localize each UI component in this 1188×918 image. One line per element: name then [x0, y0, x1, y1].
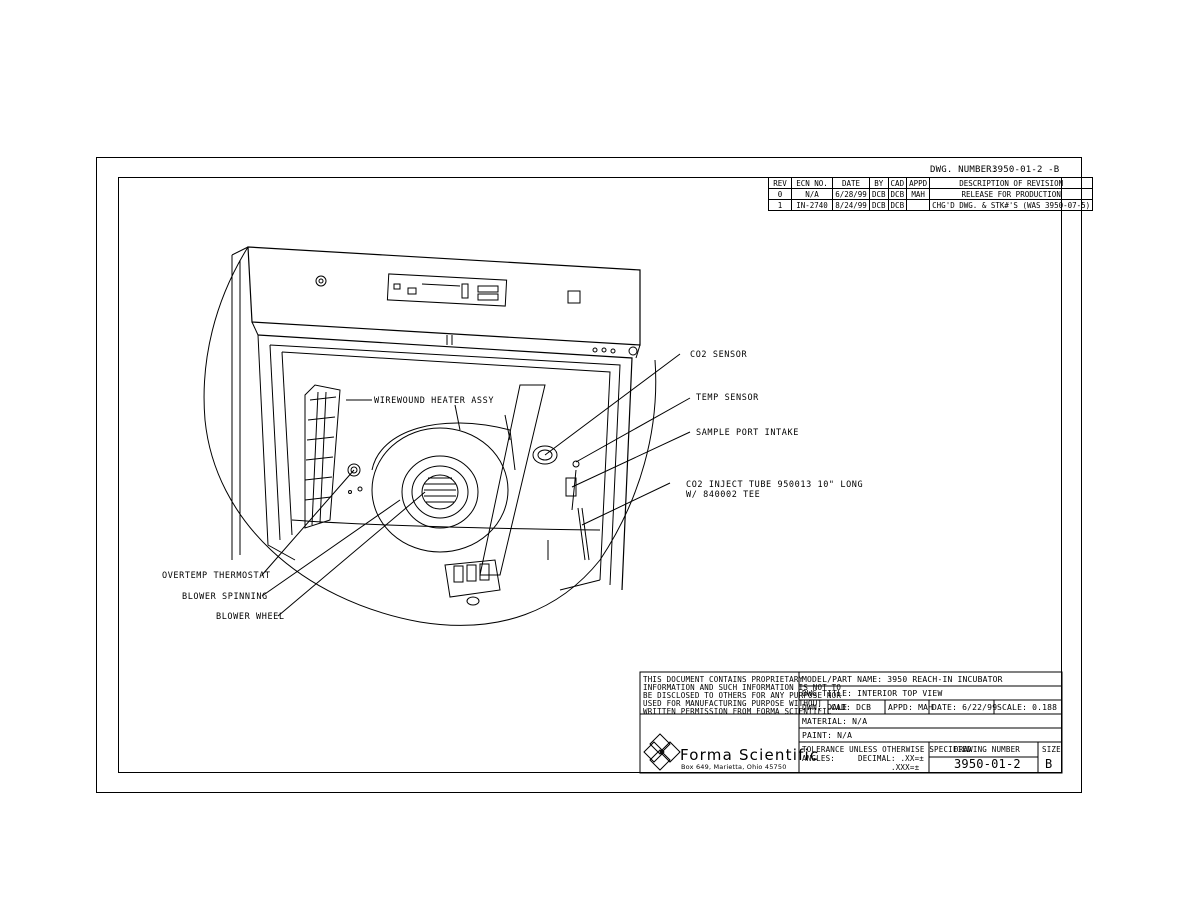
- callout-heater: WIREWOUND HEATER ASSY: [374, 396, 495, 406]
- decimal3-label: .XXX=±: [891, 763, 920, 772]
- appd-cell: MAH: [906, 188, 931, 200]
- decimal-label: DECIMAL: .XX=±: [858, 754, 925, 763]
- drawing-scale: SCALE: 0.188: [997, 703, 1058, 712]
- company-address: Box 649, Marietta, Ohio 45750: [681, 763, 787, 771]
- callout-blower-wheel: BLOWER WHEEL: [216, 612, 285, 622]
- revision-table: REV ECN NO. DATE BY CAD APPD DESCRIPTION…: [768, 177, 1094, 211]
- angles-label: ANGLES:: [802, 754, 836, 763]
- callout-co2-sensor: CO2 SENSOR: [690, 350, 748, 360]
- callout-blower-spinning: BLOWER SPINNING: [182, 592, 268, 602]
- revision-header-row: REV ECN NO. DATE BY CAD APPD DESCRIPTION…: [768, 177, 1094, 189]
- drawing-date: DATE: 6/22/99: [932, 703, 998, 712]
- callout-co2-inject-line1: CO2 INJECT TUBE 950013 10" LONG: [686, 480, 864, 490]
- paint: PAINT: N/A: [802, 731, 853, 740]
- drawing-frame: [118, 177, 1062, 773]
- date-cell: 6/28/99: [832, 188, 870, 200]
- callout-thermostat: OVERTEMP THERMOSTAT: [162, 571, 271, 581]
- by-cell: DCB: [869, 199, 889, 211]
- dwg-number-value: 3950-01-2 -B: [992, 165, 1060, 175]
- approved-by: APPD: MAH: [888, 703, 934, 712]
- dwg-title: DWG TITLE: INTERIOR TOP VIEW: [802, 689, 943, 698]
- proprietary-line: USED FOR MANUFACTURING PURPOSE WITHOUT: [643, 699, 823, 708]
- size-value: B: [1045, 757, 1053, 771]
- appd-cell: [906, 199, 931, 211]
- drawing-number: 3950-01-2: [954, 757, 1021, 771]
- sheet-border: [96, 157, 1082, 793]
- callout-co2-inject-line2: W/ 840002 TEE: [686, 490, 761, 500]
- model-part-name: MODEL/PART NAME: 3950 REACH-IN INCUBATOR: [802, 675, 1003, 684]
- proprietary-line: WRITTEN PERMISSION FROM FORMA SCIENTIFIC: [643, 707, 832, 716]
- forma-logo-icon: [643, 733, 681, 771]
- description-cell: CHG'D DWG. & STK#'S (WAS 3950-07-5): [929, 199, 1094, 211]
- proprietary-line: INFORMATION AND SUCH INFORMATION IS NOT …: [643, 683, 842, 692]
- cad-by: CAD: DCB: [831, 703, 872, 712]
- tolerance-label: TOLERANCE UNLESS OTHERWISE SPECIFIED: [802, 745, 972, 754]
- size-label: SIZE: [1042, 745, 1061, 754]
- appd-header: APPD: [906, 177, 931, 189]
- material: MATERIAL: N/A: [802, 717, 868, 726]
- by-header: BY: [869, 177, 889, 189]
- drawn-by: DWN: DALE: [802, 703, 848, 712]
- drawing-number-label: DRAWING NUMBER: [954, 745, 1021, 754]
- dwg-number-label: DWG. NUMBER:: [930, 165, 998, 175]
- date-cell: 8/24/99: [832, 199, 870, 211]
- company-name: Forma Scientific: [680, 746, 820, 764]
- table-row: 1 IN-2740 8/24/99 DCB DCB CHG'D DWG. & S…: [768, 199, 1094, 211]
- proprietary-line: BE DISCLOSED TO OTHERS FOR ANY PURPOSE N…: [643, 691, 842, 700]
- callout-temp-sensor: TEMP SENSOR: [696, 393, 759, 403]
- proprietary-line: THIS DOCUMENT CONTAINS PROPRIETARY: [643, 675, 804, 684]
- callout-sample-port: SAMPLE PORT INTAKE: [696, 428, 799, 438]
